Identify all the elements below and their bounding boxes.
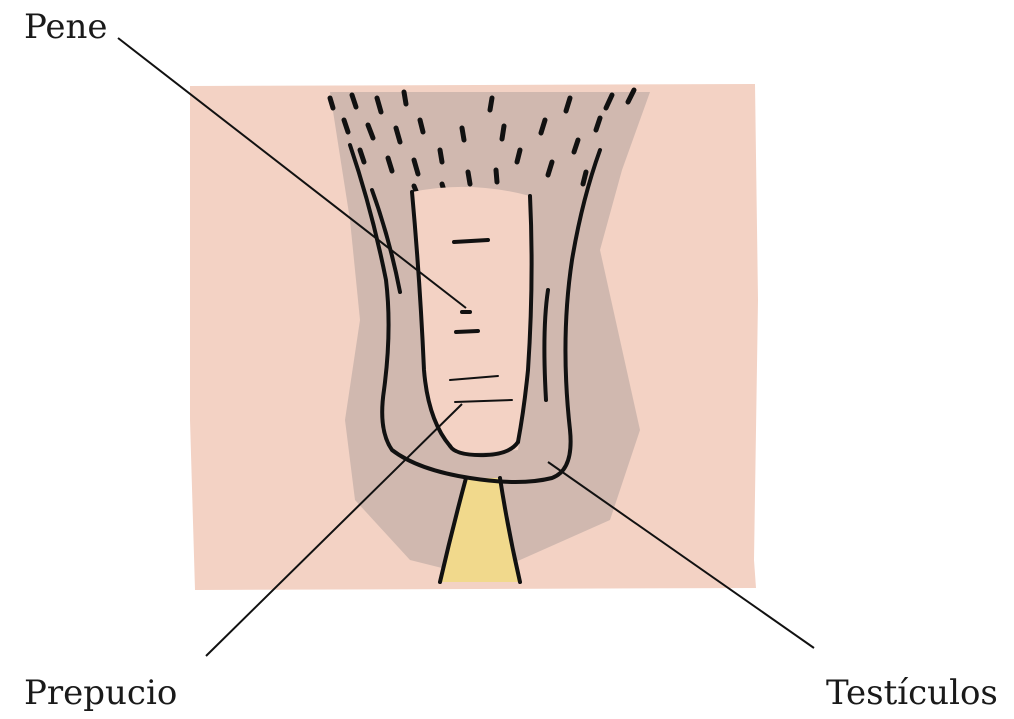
label-prepucio: Prepucio <box>24 676 177 710</box>
label-pene: Pene <box>24 10 108 44</box>
label-testiculos: Testículos <box>826 676 998 710</box>
